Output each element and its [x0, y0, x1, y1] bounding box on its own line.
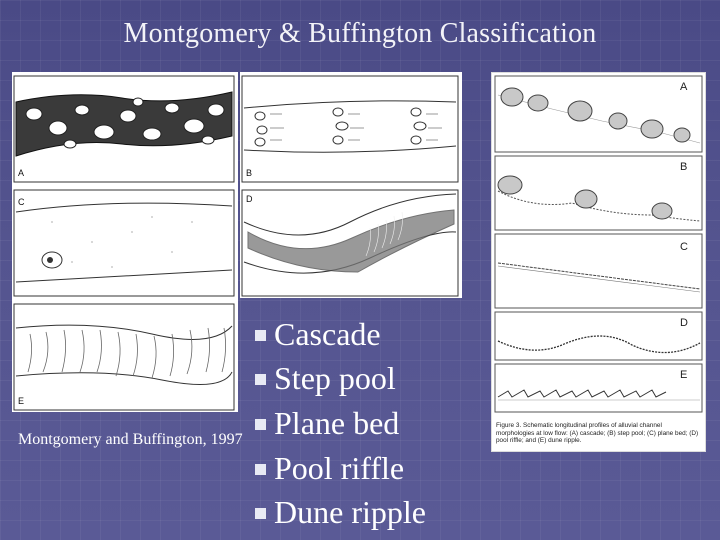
list-item-label: Cascade: [274, 315, 381, 352]
plan-panel-a: A: [13, 75, 235, 183]
slide-title: Montgomery & Buffington Classification: [123, 18, 597, 49]
profile-panel-c-label: C: [680, 241, 688, 253]
plan-panel-d: D: [241, 189, 459, 297]
list-item-pool-riffle: Pool riffle: [255, 446, 426, 491]
square-bullet-icon: [255, 508, 266, 520]
plan-panel-e: E: [13, 303, 235, 411]
square-bullet-icon: [255, 329, 266, 341]
plan-panel-c-label: C: [18, 197, 25, 207]
list-item-dune-ripple: Dune ripple: [255, 490, 426, 535]
list-item-label: Dune ripple: [274, 494, 426, 531]
profile-panel-b-label: B: [680, 161, 687, 173]
profile-panel-d-label: D: [680, 317, 688, 329]
square-bullet-icon: [255, 418, 266, 430]
profile-panel-e: E: [494, 363, 703, 413]
plan-panel-e-label: E: [18, 396, 24, 406]
list-item-label: Step pool: [274, 360, 396, 397]
plan-panel-b-label: B: [246, 168, 252, 178]
list-item-plane-bed: Plane bed: [255, 401, 426, 446]
figure-citation: Montgomery and Buffington, 1997: [18, 431, 243, 448]
list-item-step-pool: Step pool: [255, 357, 426, 402]
plan-panel-c: C: [13, 189, 235, 297]
profile-panel-c: C: [494, 233, 703, 309]
profile-drawing: A B C D: [494, 75, 703, 413]
square-bullet-icon: [255, 374, 266, 386]
plan-panel-d-label: D: [246, 194, 253, 204]
profile-panel-a: A: [494, 75, 703, 153]
plan-panel-a-label: A: [18, 168, 24, 178]
list-item-label: Pool riffle: [274, 449, 405, 486]
morphology-list: Cascade Step pool Plane bed Pool riffle …: [255, 312, 426, 535]
plan-view-drawing-right: B D: [241, 75, 459, 297]
profile-panel-e-label: E: [680, 369, 687, 381]
square-bullet-icon: [255, 463, 266, 475]
plan-view-figure-right: B D: [240, 72, 462, 298]
profile-panel-a-label: A: [680, 81, 688, 93]
plan-view-drawing: A C: [13, 75, 235, 411]
list-item-label: Plane bed: [274, 404, 400, 441]
profile-panel-d: D: [494, 311, 703, 361]
list-item-cascade: Cascade: [255, 312, 426, 357]
profile-figure: A B C D: [491, 72, 706, 452]
plan-panel-b: B: [241, 75, 459, 183]
profile-panel-b: B: [494, 155, 703, 231]
plan-view-figure: A C: [12, 72, 238, 412]
profile-figure-caption: Figure 3. Schematic longitudinal profile…: [496, 422, 699, 444]
